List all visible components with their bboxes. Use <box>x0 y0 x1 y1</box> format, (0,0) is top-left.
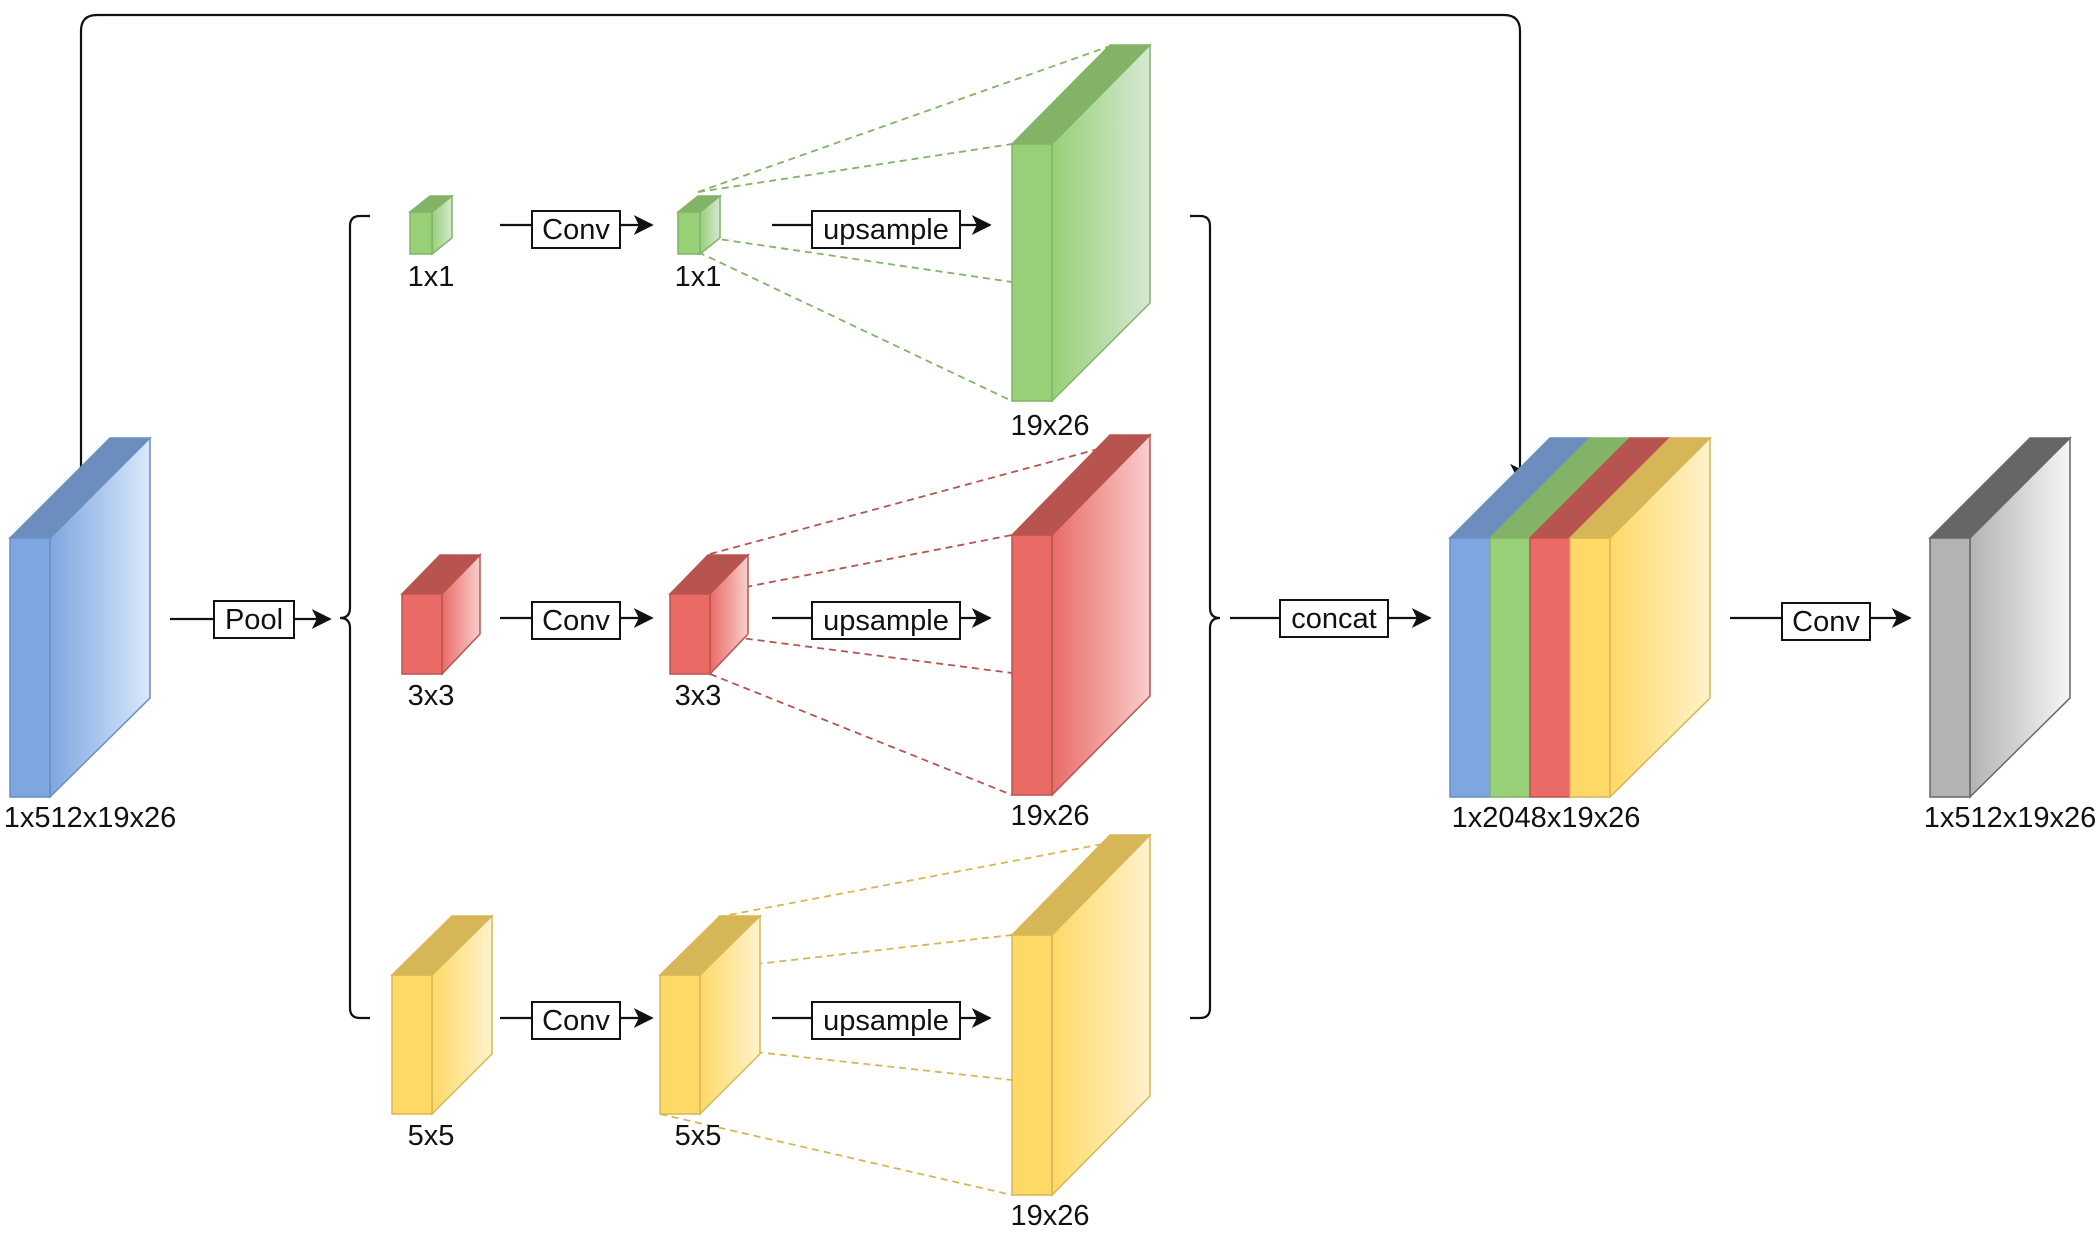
red-upsample-box <box>811 601 961 640</box>
yellow-conv-label: Conv <box>542 1005 610 1037</box>
yellow-pooled-label: 5x5 <box>408 1120 455 1152</box>
input-label: 1x512x19x26 <box>4 802 177 834</box>
yellow-upsample-label: upsample <box>823 1005 949 1037</box>
red-upsampled-block <box>1010 433 1152 797</box>
yellow-conv-out-label: 5x5 <box>675 1120 722 1152</box>
red-upsampled-label: 19x26 <box>1010 800 1089 832</box>
output-feature-block <box>1928 436 2072 799</box>
yellow-upsampled-label: 19x26 <box>1010 1200 1089 1232</box>
green-conv-label: Conv <box>542 214 610 246</box>
output-label: 1x512x19x26 <box>1924 802 2097 834</box>
red-conv-cube <box>668 553 750 676</box>
red-projection-lines <box>709 434 1151 796</box>
green-conv-box <box>531 210 621 249</box>
green-projection-lines <box>697 44 1114 402</box>
merge-brace <box>1190 214 1221 1020</box>
red-upsample-label: upsample <box>823 605 949 637</box>
yellow-upsample-box <box>811 1001 961 1040</box>
green-upsampled-block <box>1010 43 1152 403</box>
concat-label: concat <box>1291 603 1376 635</box>
yellow-pooled-cube <box>390 914 494 1116</box>
yellow-projection-lines <box>659 834 1151 1196</box>
split-brace <box>339 214 370 1020</box>
red-conv-box <box>531 601 621 640</box>
input-feature-block <box>8 436 152 799</box>
final-conv-box <box>1781 602 1871 641</box>
green-upsampled-label: 19x26 <box>1010 410 1089 442</box>
green-pooled-label: 1x1 <box>408 261 455 293</box>
pool-label: Pool <box>225 604 283 636</box>
skip-connection-arrow <box>79 13 1530 485</box>
red-conv-label: Conv <box>542 605 610 637</box>
yellow-upsampled-block <box>1010 833 1152 1197</box>
green-upsample-label: upsample <box>823 214 949 246</box>
green-conv-out-label: 1x1 <box>675 261 722 293</box>
green-upsample-box <box>811 210 961 249</box>
green-pooled-cube <box>407 194 455 256</box>
final-conv-label: Conv <box>1792 606 1860 638</box>
upsample-projection-lines <box>659 44 1151 1196</box>
yellow-conv-box <box>531 1001 621 1040</box>
concat-out-label: 1x2048x19x26 <box>1452 802 1641 834</box>
green-conv-cube <box>675 194 723 256</box>
red-conv-out-label: 3x3 <box>675 680 722 712</box>
red-pooled-label: 3x3 <box>408 680 455 712</box>
red-pooled-cube <box>400 553 482 676</box>
concat-feature-block <box>1448 436 1712 799</box>
yellow-conv-cube <box>658 914 762 1116</box>
